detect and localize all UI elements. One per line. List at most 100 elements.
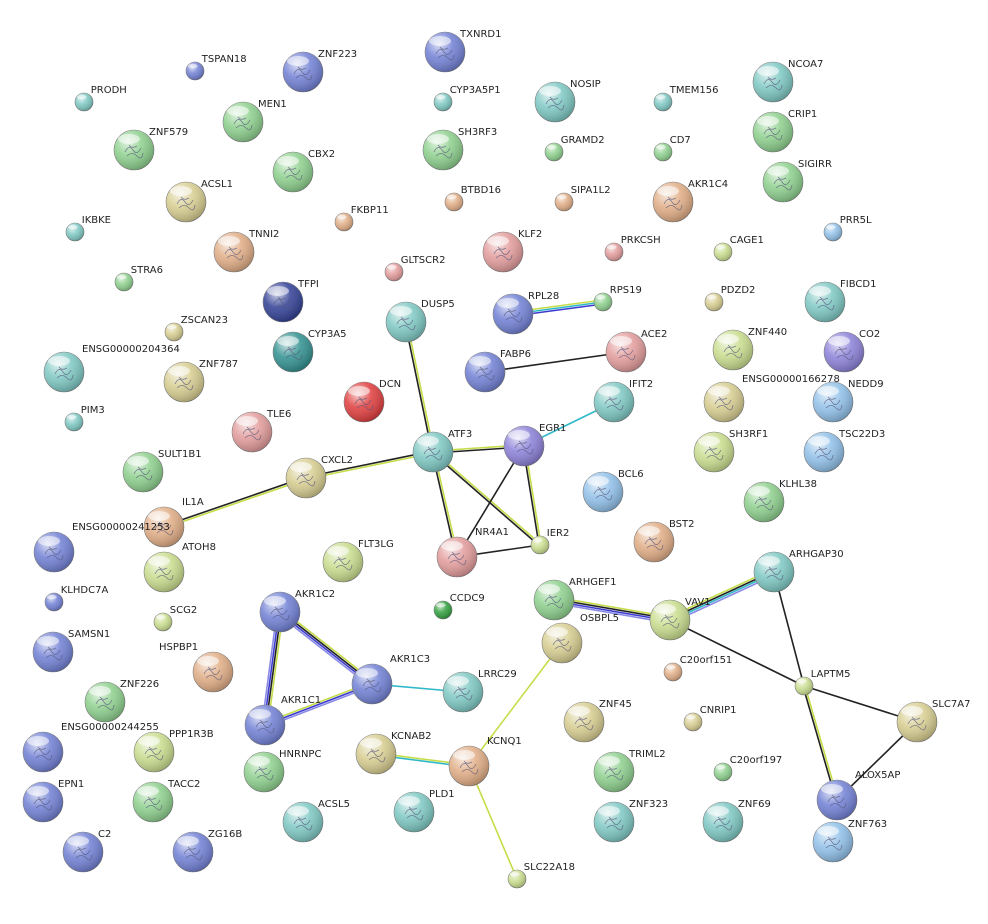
node-c2[interactable]: C2 [62, 829, 111, 873]
node-ifit2[interactable]: IFIT2 [593, 379, 653, 423]
node-c20orf151[interactable]: C20orf151 [663, 655, 732, 682]
node-nr4a1[interactable]: NR4A1 [436, 527, 509, 578]
node-osbpl5[interactable]: OSBPL5 [541, 613, 619, 664]
node-pdzd2[interactable]: PDZD2 [704, 285, 755, 312]
node-prkcsh[interactable]: PRKCSH [604, 235, 661, 262]
node-ensg00000204364[interactable]: ENSG00000204364 [43, 344, 180, 393]
node-ikbke[interactable]: IKBKE [65, 215, 111, 242]
node-sh3rf3[interactable]: SH3RF3 [422, 127, 497, 171]
node-dusp5[interactable]: DUSP5 [385, 299, 455, 343]
node-kcnab2[interactable]: KCNAB2 [355, 731, 432, 775]
node-nedd9[interactable]: NEDD9 [812, 379, 884, 423]
node-acsl1[interactable]: ACSL1 [165, 179, 233, 223]
node-crip1[interactable]: CRIP1 [752, 109, 817, 153]
node-bst2[interactable]: BST2 [633, 519, 695, 563]
node-arhgap30[interactable]: ARHGAP30 [753, 549, 844, 593]
node-fibcd1[interactable]: FIBCD1 [804, 279, 876, 323]
node-gltscr2[interactable]: GLTSCR2 [384, 255, 445, 282]
node-pim3[interactable]: PIM3 [64, 405, 105, 432]
node-co2[interactable]: CO2 [823, 329, 880, 373]
node-tfpi[interactable]: TFPI [262, 279, 319, 323]
node-pld1[interactable]: PLD1 [393, 789, 455, 833]
node-rpl28[interactable]: RPL28 [492, 291, 559, 335]
node-il1a[interactable]: IL1A [143, 497, 204, 548]
node-btbd16[interactable]: BTBD16 [444, 185, 501, 212]
node-vav1[interactable]: VAV1 [649, 597, 711, 641]
node-cd7[interactable]: CD7 [653, 135, 691, 162]
node-ensg00000166278[interactable]: ENSG00000166278 [703, 374, 840, 423]
node-nosip[interactable]: NOSIP [534, 79, 601, 123]
node-ensg00000241253[interactable]: ENSG00000241253 [33, 522, 170, 573]
node-ccdc9[interactable]: CCDC9 [433, 593, 485, 620]
node-flt3lg[interactable]: FLT3LG [322, 539, 394, 583]
node-hspbp1[interactable]: HSPBP1 [159, 642, 234, 693]
node-tmem156[interactable]: TMEM156 [653, 85, 719, 112]
node-znf45[interactable]: ZNF45 [563, 699, 632, 743]
node-zg16b[interactable]: ZG16B [172, 829, 242, 873]
node-akr1c4[interactable]: AKR1C4 [652, 179, 728, 223]
node-znf440[interactable]: ZNF440 [712, 327, 787, 371]
node-acsl5[interactable]: ACSL5 [282, 799, 350, 843]
node-egr1[interactable]: EGR1 [503, 423, 566, 467]
node-klhl38[interactable]: KLHL38 [743, 479, 817, 523]
node-ace2[interactable]: ACE2 [605, 329, 667, 373]
node-cxcl2[interactable]: CXCL2 [285, 455, 353, 499]
node-prodh[interactable]: PRODH [74, 85, 127, 112]
node-tacc2[interactable]: TACC2 [132, 779, 200, 823]
node-akr1c1[interactable]: AKR1C1 [244, 695, 321, 746]
node-kcnq1[interactable]: KCNQ1 [448, 736, 522, 787]
node-tnni2[interactable]: TNNI2 [213, 229, 279, 273]
node-cage1[interactable]: CAGE1 [713, 235, 764, 262]
node-sh3rf1[interactable]: SH3RF1 [693, 429, 768, 473]
node-slc22a18[interactable]: SLC22A18 [507, 862, 575, 889]
node-tle6[interactable]: TLE6 [231, 409, 291, 453]
node-sipa1l2[interactable]: SIPA1L2 [554, 185, 611, 212]
node-znf323[interactable]: ZNF323 [593, 799, 668, 843]
node-sigirr[interactable]: SIGIRR [762, 159, 832, 203]
node-klf2[interactable]: KLF2 [482, 229, 542, 273]
node-klhdc7a[interactable]: KLHDC7A [44, 585, 108, 612]
node-prr5l[interactable]: PRR5L [823, 215, 872, 242]
node-alox5ap[interactable]: ALOX5AP [816, 770, 900, 821]
node-cnrip1[interactable]: CNRIP1 [683, 705, 737, 732]
node-fkbp11[interactable]: FKBP11 [334, 205, 389, 232]
node-atf3[interactable]: ATF3 [412, 429, 472, 473]
node-sult1b1[interactable]: SULT1B1 [122, 449, 202, 493]
node-znf69[interactable]: ZNF69 [702, 799, 771, 843]
node-znf223[interactable]: ZNF223 [282, 49, 357, 93]
node-akr1c3[interactable]: AKR1C3 [351, 654, 430, 705]
node-zscan23[interactable]: ZSCAN23 [164, 315, 228, 342]
node-znf763[interactable]: ZNF763 [812, 819, 887, 863]
node-atoh8[interactable]: ATOH8 [143, 542, 216, 593]
node-cbx2[interactable]: CBX2 [272, 149, 335, 193]
node-hnrnpc[interactable]: HNRNPC [243, 749, 321, 793]
node-dcn[interactable]: DCN [343, 379, 401, 423]
node-slc7a7[interactable]: SLC7A7 [896, 699, 970, 743]
node-znf787[interactable]: ZNF787 [163, 359, 238, 403]
node-triml2[interactable]: TRIML2 [593, 749, 666, 793]
node-ensg00000244255[interactable]: ENSG00000244255 [22, 722, 159, 773]
node-samsn1[interactable]: SAMSN1 [32, 629, 110, 673]
node-ncoa7[interactable]: NCOA7 [752, 59, 823, 103]
node-ppp1r3b[interactable]: PPP1R3B [133, 729, 214, 773]
node-gramd2[interactable]: GRAMD2 [544, 135, 605, 162]
node-men1[interactable]: MEN1 [222, 99, 287, 143]
node-stra6[interactable]: STRA6 [114, 265, 163, 292]
node-znf579[interactable]: ZNF579 [113, 127, 188, 171]
node-scg2[interactable]: SCG2 [153, 605, 197, 632]
node-cyp3a5[interactable]: CYP3A5 [272, 329, 347, 373]
node-ier2[interactable]: IER2 [530, 528, 569, 555]
node-bcl6[interactable]: BCL6 [582, 469, 644, 513]
node-laptm5[interactable]: LAPTM5 [794, 669, 851, 696]
node-tspan18[interactable]: TSPAN18 [185, 54, 247, 81]
node-akr1c2[interactable]: AKR1C2 [259, 589, 335, 633]
node-arhgef1[interactable]: ARHGEF1 [533, 577, 617, 621]
node-lrrc29[interactable]: LRRC29 [442, 669, 517, 713]
node-cyp3a5p1[interactable]: CYP3A5P1 [433, 85, 501, 112]
node-rps19[interactable]: RPS19 [593, 285, 642, 312]
node-fabp6[interactable]: FABP6 [464, 349, 531, 393]
node-txnrd1[interactable]: TXNRD1 [424, 29, 501, 73]
node-c20orf197[interactable]: C20orf197 [713, 755, 782, 782]
node-epn1[interactable]: EPN1 [22, 779, 84, 823]
node-znf226[interactable]: ZNF226 [84, 679, 159, 723]
